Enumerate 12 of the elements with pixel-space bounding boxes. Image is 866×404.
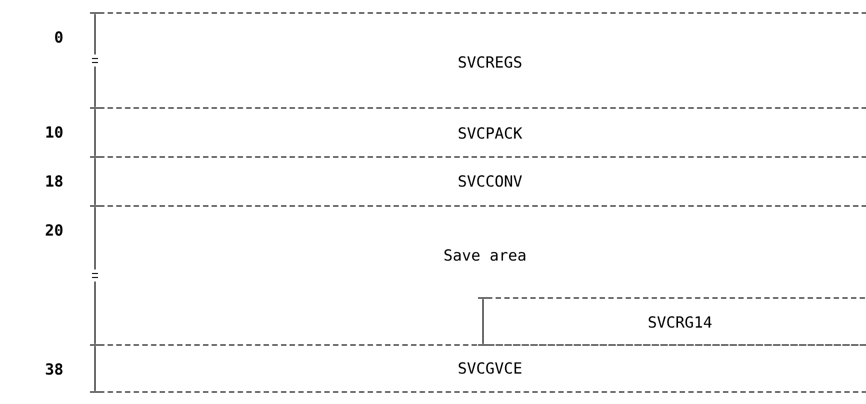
memory-field-box: SVCREGS — [89, 12, 866, 109]
node-label: Save area — [444, 249, 526, 261]
memory-field-box: SVCCONV — [89, 156, 866, 207]
memory-field-box: SVCGVCE — [89, 344, 866, 393]
offset-label: 20 — [46, 224, 62, 236]
node-label: SVCREGS — [458, 56, 522, 68]
memory-field-box: SVCRG14 — [477, 297, 866, 346]
offset-label: 18 — [46, 175, 62, 187]
offset-label: 38 — [46, 363, 62, 375]
memory-field-box: SVCPACK — [89, 107, 866, 158]
offset-label: 0 — [55, 31, 62, 43]
offset-label: 10 — [46, 126, 62, 138]
